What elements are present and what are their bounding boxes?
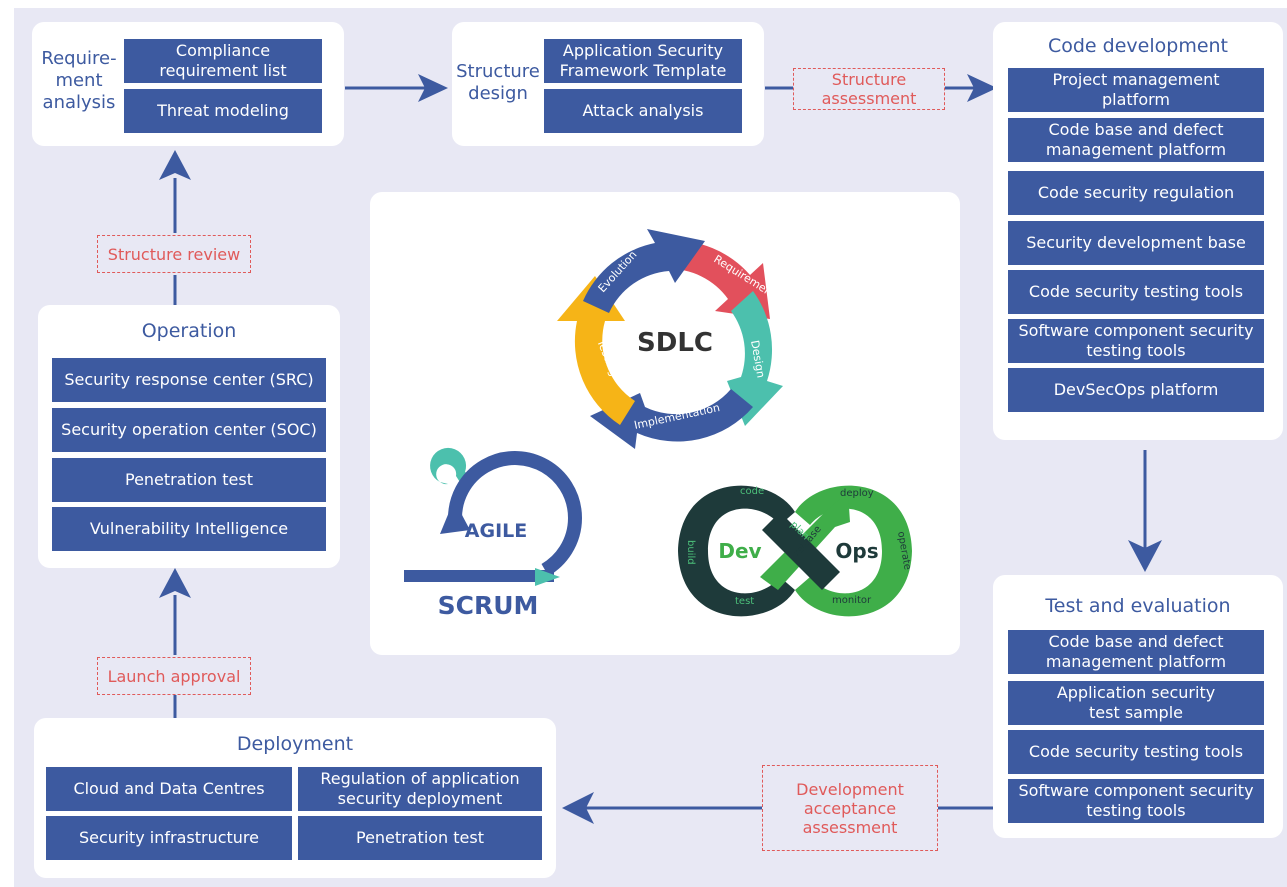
code-security-testing-tools-test-box: Code security testing tools	[1008, 730, 1264, 774]
devops-plan-band	[762, 512, 840, 590]
launch-approval-gate: Launch approval	[97, 657, 251, 695]
code-security-regulation-box: Code security regulation	[1008, 171, 1264, 215]
scrum-label: SCRUM	[438, 591, 539, 620]
methodologies-illustration: SDLC Requirement Analysis Design Impleme…	[404, 229, 913, 620]
operation-title: Operation	[141, 320, 237, 342]
scrum-bar	[404, 570, 554, 582]
threat-modeling-box: Threat modeling	[124, 89, 322, 133]
security-response-center-box: Security response center (SRC)	[52, 358, 326, 402]
software-component-testing-tools-test-box: Software component security testing tool…	[1008, 779, 1264, 823]
devops-stage-code: code	[740, 486, 764, 497]
software-component-testing-tools-box: Software component security testing tool…	[1008, 319, 1264, 363]
sdlc-cycle: SDLC Requirement Analysis Design Impleme…	[557, 229, 820, 449]
application-security-test-sample-box: Application security test sample	[1008, 681, 1264, 725]
security-infrastructure-box: Security infrastructure	[46, 816, 292, 860]
sdlc-phase-design: Design	[748, 339, 767, 379]
project-management-platform-box: Project management platform	[1008, 68, 1264, 112]
attack-analysis-box: Attack analysis	[544, 89, 742, 133]
structure-assessment-gate: Structure assessment	[793, 68, 945, 110]
arrowhead-code	[967, 74, 997, 102]
structure-design-title: Structure design	[456, 61, 540, 104]
sdlc-segment-design	[727, 291, 783, 426]
code-base-defect-platform-box: Code base and defect management platform	[1008, 118, 1264, 162]
security-development-base-box: Security development base	[1008, 221, 1264, 265]
devops-ops-label: Ops	[835, 539, 878, 563]
devops-stage-deploy: deploy	[840, 488, 874, 499]
agile-scrum-logo: AGILE SCRUM	[404, 447, 582, 620]
deployment-penetration-test-box: Penetration test	[298, 816, 542, 860]
devops-dev-label: Dev	[718, 539, 761, 563]
structure-review-gate: Structure review	[97, 235, 251, 273]
devops-ops-loop	[795, 485, 912, 617]
code-security-testing-tools-box: Code security testing tools	[1008, 270, 1264, 314]
code-base-defect-platform-test-box: Code base and defect management platform	[1008, 630, 1264, 674]
operation-panel: Operation Security response center (SRC)…	[38, 305, 340, 568]
deployment-panel: Deployment Cloud and Data Centres Regula…	[34, 718, 556, 878]
sdlc-center-label: SDLC	[637, 328, 713, 358]
arrowhead-structure	[418, 74, 448, 102]
security-operation-center-box: Security operation center (SOC)	[52, 408, 326, 452]
devops-logo: Dev Ops code plan build test release dep…	[678, 485, 913, 617]
methodologies-panel: SDLC Requirement Analysis Design Impleme…	[370, 192, 960, 655]
devops-stage-monitor: monitor	[832, 595, 872, 606]
sdlc-segment-evolution	[583, 229, 705, 313]
requirement-analysis-title: Require- ment analysis	[41, 48, 117, 113]
scrum-teal-arrow	[535, 568, 560, 586]
devops-dev-loop	[678, 485, 795, 617]
requirement-analysis-panel: Require- ment analysis Compliance requir…	[32, 22, 344, 146]
cloud-data-centres-box: Cloud and Data Centres	[46, 767, 292, 811]
devops-stage-build: build	[685, 540, 696, 565]
agile-loop-arrowhead	[440, 500, 470, 534]
arrowhead-operation	[159, 568, 191, 598]
operation-penetration-test-box: Penetration test	[52, 458, 326, 502]
structure-design-panel: Structure design Application Security Fr…	[452, 22, 764, 146]
vulnerability-intelligence-box: Vulnerability Intelligence	[52, 507, 326, 551]
development-acceptance-gate: Development acceptance assessment	[762, 765, 938, 851]
agile-loop	[448, 451, 582, 577]
devops-stage-test: test	[735, 596, 754, 607]
code-development-panel: Code development Project management plat…	[993, 22, 1283, 440]
arrowhead-test	[1128, 540, 1162, 572]
compliance-requirement-list-box: Compliance requirement list	[124, 39, 322, 83]
code-development-title: Code development	[1047, 35, 1229, 57]
application-security-framework-box: Application Security Framework Template	[544, 39, 742, 83]
test-evaluation-panel: Test and evaluation Code base and defect…	[993, 575, 1283, 838]
application-security-deployment-box: Regulation of application security deplo…	[298, 767, 542, 811]
deployment-title: Deployment	[236, 733, 354, 755]
test-evaluation-title: Test and evaluation	[1045, 595, 1231, 617]
sdlc-segment-testing	[557, 276, 635, 425]
arrowhead-deploy	[562, 792, 594, 824]
agile-label: AGILE	[465, 520, 527, 542]
arrowhead-requirement	[159, 150, 191, 180]
devsecops-platform-box: DevSecOps platform	[1008, 368, 1264, 412]
